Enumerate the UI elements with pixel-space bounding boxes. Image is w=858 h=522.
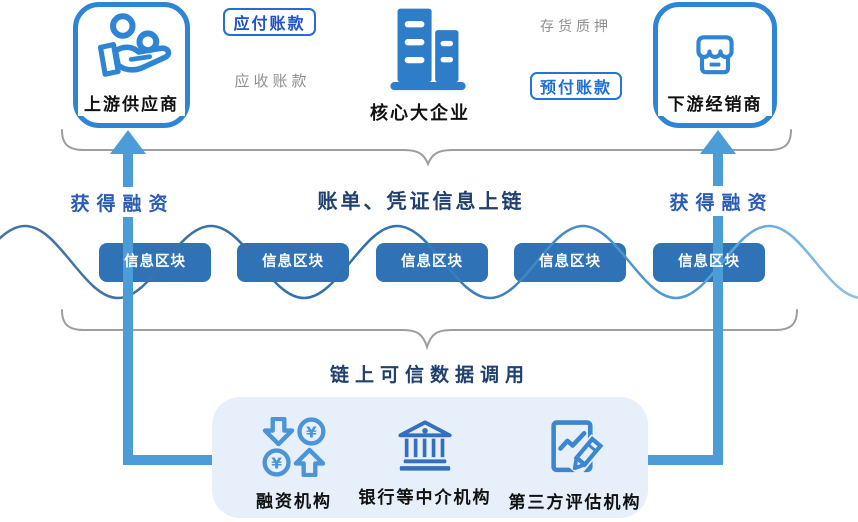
storefront-icon [689,25,741,85]
entity-label-supplier: 上游供应商 [78,94,185,116]
info-block-3: 信息区块 [401,254,463,270]
currency-exchange-icon: ¥ ¥ [254,417,334,477]
left-connector-arrow [110,130,213,465]
right-connector-arrow [647,130,736,465]
buildings-icon [385,0,471,96]
tag-prepayment: 预付账款 [530,72,622,100]
assessment-doc-icon [546,416,604,478]
caption-on-chain: 账单、凭证信息上链 [317,191,525,213]
caption-data-call: 链上可信数据调用 [329,365,530,386]
hand-coins-icon [90,13,176,91]
bank-icon [397,420,453,473]
bottom-brace [61,309,798,351]
chain-wave-line [0,224,858,300]
info-block-1: 信息区块 [124,254,186,270]
info-block-5: 信息区块 [678,254,740,270]
institution-financing: ¥ ¥ 融资机构 [227,417,361,512]
svg-text:¥: ¥ [306,423,317,441]
institution-bank: 银行等中介机构 [340,420,510,508]
tag-accounts-receivable: 应收账款 [228,68,317,93]
entity-label-core-enterprise: 核心大企业 [366,100,474,126]
institution-label-bank: 银行等中介机构 [358,488,492,507]
institution-assessor: 第三方评估机构 [495,416,655,513]
entity-card-supplier: 上游供应商 [73,2,190,128]
institution-label-financing: 融资机构 [256,492,332,511]
tag-accounts-payable: 应付账款 [223,8,316,36]
financing-label-right: 获得融资 [665,186,778,216]
institution-label-assessor: 第三方评估机构 [508,493,642,512]
info-block-4: 信息区块 [539,254,601,270]
svg-text:¥: ¥ [271,454,282,472]
entity-card-distributor: 下游经销商 [653,2,777,128]
financing-label-left: 获得融资 [66,187,179,217]
tag-inventory-pledge: 存货质押 [534,14,618,38]
info-block-2: 信息区块 [262,254,324,270]
entity-label-distributor: 下游经销商 [658,94,772,116]
top-brace [61,129,792,167]
